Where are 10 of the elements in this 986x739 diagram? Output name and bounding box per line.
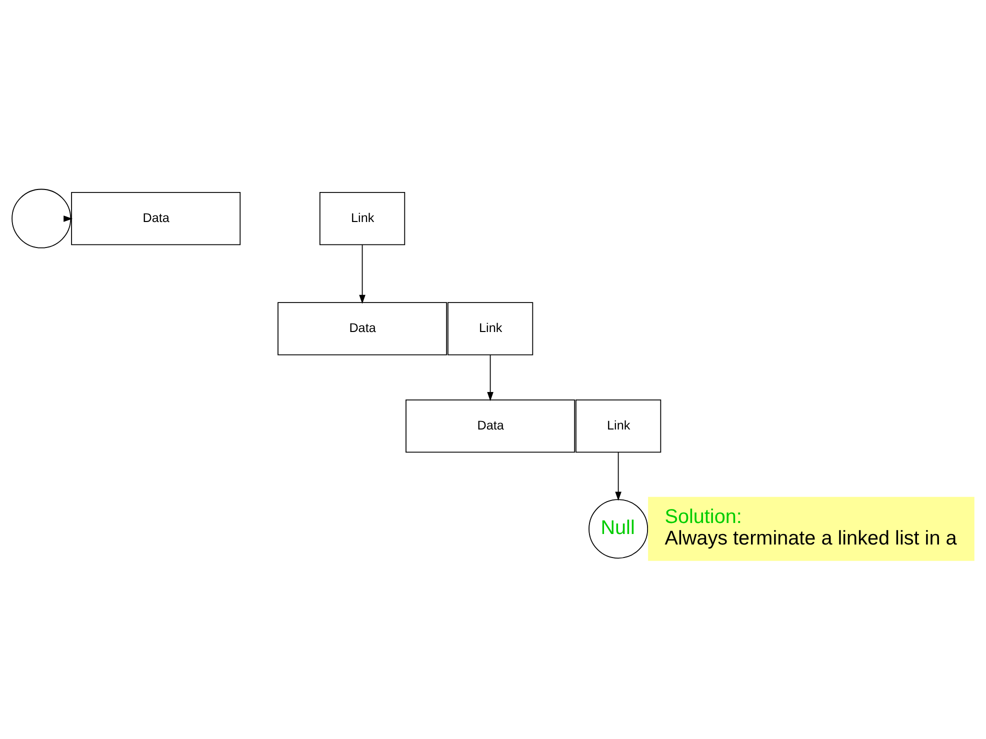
node-box: Data [278,302,448,355]
arrow [359,244,366,304]
arrow [487,354,494,401]
arrow [615,451,622,500]
node-box: Link [575,398,662,452]
node-box: Link [319,191,406,245]
node-box: Data [406,398,576,452]
node-box: Link [447,302,534,355]
node-box: Solution: Always terminate a linked list in a [648,496,974,560]
node-circle: Null [588,498,648,558]
